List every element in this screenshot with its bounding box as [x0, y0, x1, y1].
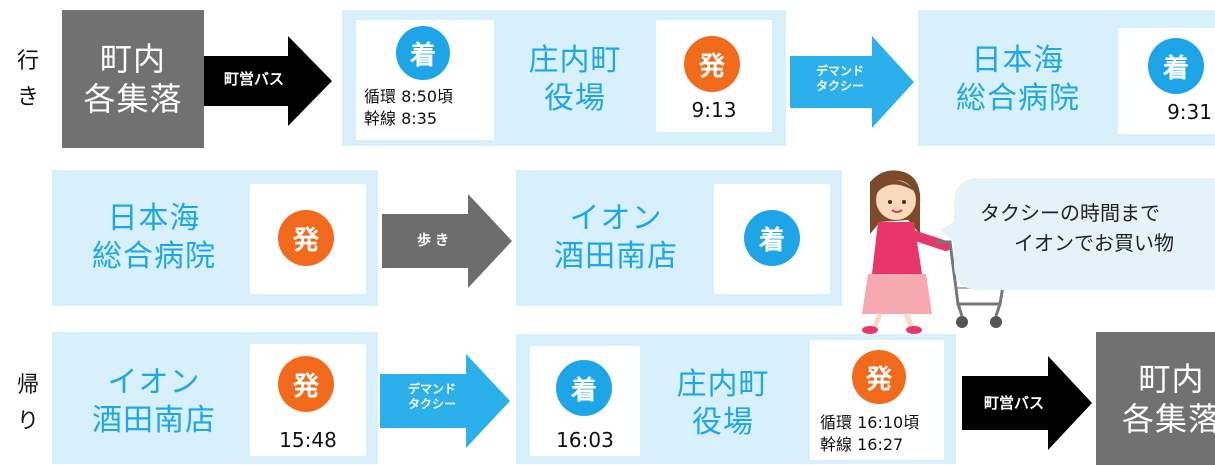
- arrive-badge: 着: [744, 210, 800, 266]
- destination-line: 町内: [1138, 359, 1205, 398]
- title-line: 総合病院: [956, 81, 1080, 116]
- arrival-times: 循環 8:50頃 幹線 8:35: [364, 86, 453, 130]
- title-line: 役場: [692, 405, 754, 440]
- walk-label: 歩き: [417, 233, 453, 249]
- depart-badge: 発: [278, 210, 334, 266]
- walk-arrow: [382, 194, 512, 288]
- arrow-label-line: デマンド: [407, 382, 456, 396]
- title-line: 酒田南店: [92, 403, 216, 438]
- town-bus-arrow: [204, 36, 332, 126]
- outbound-side-label: 行 き: [8, 44, 48, 116]
- arrow-label-line: タクシー: [815, 79, 864, 93]
- aeon-title: イオン 酒田南店: [536, 200, 696, 276]
- title-line: 日本海: [971, 43, 1065, 78]
- speech-line: タクシーの時間まで: [980, 201, 1160, 225]
- departure-time-line: 幹線 16:27: [820, 435, 904, 454]
- destination-line: 各集落: [1122, 399, 1215, 438]
- shonai-title: 庄内町 役場: [648, 366, 798, 442]
- demand-taxi-arrow: [790, 36, 914, 128]
- side-label-char: り: [16, 409, 39, 434]
- origin-line: 町内: [99, 40, 166, 78]
- title-line: 酒田南店: [554, 239, 678, 274]
- speech-line: イオンでお買い物: [1014, 231, 1174, 255]
- origin-villages-box: 町内 各集落: [62, 10, 204, 148]
- origin-line: 各集落: [83, 80, 183, 118]
- arrow-label-line: タクシー: [407, 397, 456, 411]
- title-line: 役場: [544, 81, 606, 116]
- depart-badge: 発: [684, 36, 740, 92]
- speech-bubble: [940, 178, 1215, 290]
- side-label-char: き: [16, 85, 39, 110]
- demand-taxi-label: デマンド タクシー: [390, 382, 474, 412]
- title-line: 総合病院: [92, 239, 216, 274]
- departure-times: 循環 16:10頃 幹線 16:27: [820, 412, 919, 456]
- hospital-title: 日本海 総合病院: [74, 200, 234, 276]
- return-side-label: 帰 り: [8, 368, 48, 440]
- arrival-time-line: 循環 8:50頃: [364, 87, 454, 106]
- shonai-arrival-time: 16:03: [556, 428, 614, 452]
- title-line: 庄内町: [676, 367, 770, 402]
- town-bus-label: 町営バス: [983, 394, 1044, 412]
- side-label-char: 帰: [16, 373, 39, 398]
- depart-badge: 発: [278, 356, 334, 412]
- arrive-badge: 着: [1148, 38, 1204, 94]
- demand-taxi-label: デマンド タクシー: [800, 64, 880, 94]
- arrow-label-line: デマンド: [815, 64, 864, 78]
- shopping-woman-illustration: [862, 170, 1010, 334]
- aeon-title: イオン 酒田南店: [74, 364, 234, 440]
- demand-taxi-arrow: [380, 354, 510, 448]
- title-line: イオン: [107, 365, 201, 400]
- arrival-time-line: 幹線 8:35: [364, 109, 438, 128]
- title-line: 庄内町: [528, 43, 622, 78]
- hospital-title: 日本海 総合病院: [938, 42, 1098, 118]
- aeon-departure-time: 15:48: [279, 428, 337, 452]
- title-line: イオン: [569, 201, 663, 236]
- departure-time: 9:13: [691, 98, 737, 122]
- shonai-title: 庄内町 役場: [500, 42, 650, 118]
- town-bus-label: 町営バス: [223, 70, 284, 88]
- speech-text: タクシーの時間まで イオンでお買い物: [980, 198, 1215, 258]
- departure-time-line: 循環 16:10頃: [820, 413, 920, 432]
- town-bus-arrow: [962, 356, 1092, 450]
- destination-villages-box: 町内 各集落: [1096, 332, 1215, 465]
- title-line: 日本海: [107, 201, 201, 236]
- arrive-badge: 着: [556, 360, 612, 416]
- arrive-badge: 着: [396, 26, 450, 80]
- hospital-arrival-time: 9:31: [1167, 100, 1212, 124]
- depart-badge: 発: [852, 350, 906, 404]
- side-label-char: 行: [16, 49, 39, 74]
